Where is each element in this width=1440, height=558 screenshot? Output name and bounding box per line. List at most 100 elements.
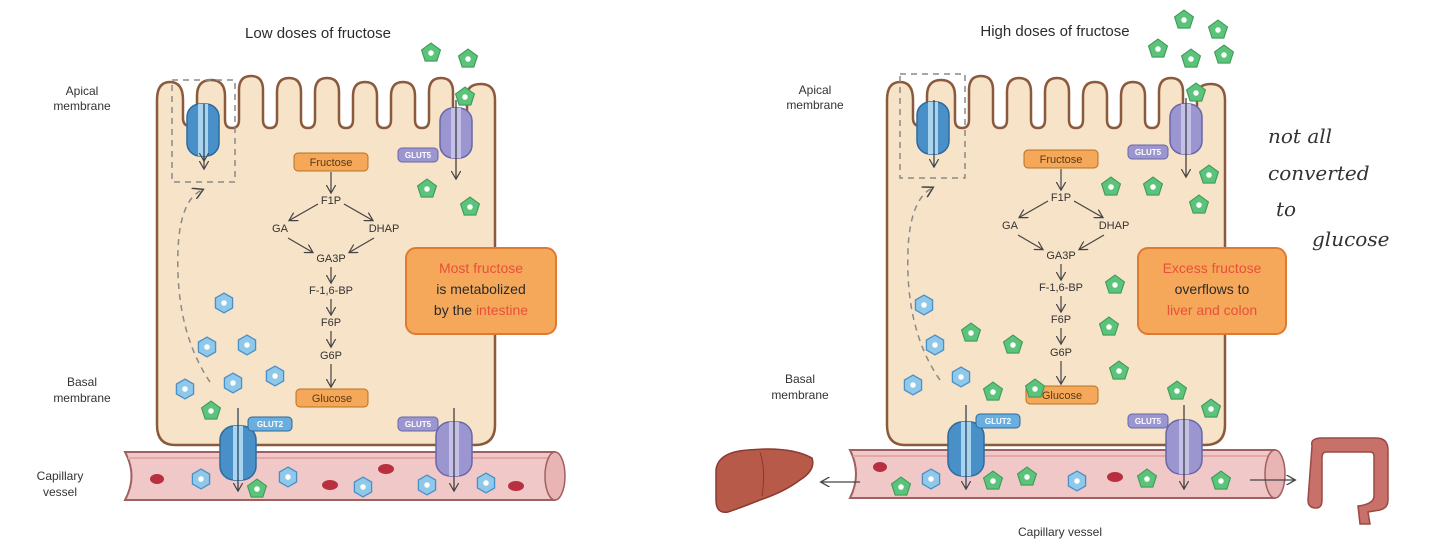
glucose-molecule [925, 334, 945, 356]
callout-line-3: by the intestine [434, 302, 528, 318]
basal-glut5-transporter: GLUT5 [1127, 405, 1203, 488]
glucose-molecule [417, 474, 437, 496]
fructose-molecule [420, 42, 442, 62]
apical-glut-transporter [916, 100, 950, 166]
glucose-molecule [237, 334, 257, 356]
pathway-fructose: Fructose [1040, 154, 1083, 166]
basal-label-2: membrane [771, 388, 829, 402]
glut2-label: GLUT2 [257, 420, 284, 429]
transport-dashed-box [899, 73, 966, 179]
red-blood-cell [1107, 472, 1123, 482]
callout-line-2: is metabolized [436, 281, 526, 297]
red-blood-cell [150, 474, 164, 484]
pathway-f1p: F1P [321, 195, 341, 207]
glucose-molecule [223, 372, 243, 394]
callout-line-3: liver and colon [1167, 302, 1257, 318]
apical-glut5-transporter: GLUT5 [1127, 98, 1203, 176]
recycle-dashed-arrow [177, 190, 211, 383]
liver-icon [715, 448, 814, 513]
callout-line-2: overflows to [1175, 281, 1250, 297]
colon-icon [1307, 437, 1389, 525]
basal-glut5-transporter: GLUT5 [397, 408, 473, 490]
glut5-label: GLUT5 [405, 420, 432, 429]
glucose-molecule [951, 366, 971, 388]
pathway-ga: GA [1002, 220, 1019, 232]
glucose-molecule [175, 378, 195, 400]
glucose-molecule [476, 472, 496, 494]
basal-label-1: Basal [67, 375, 97, 389]
callout-line-1: Most fructose [439, 260, 523, 276]
glucose-molecule [214, 292, 234, 314]
callout-line-3b: intestine [476, 302, 528, 318]
pathway-f16bp: F-1,6-BP [1039, 282, 1083, 294]
apical-glut5-transporter: GLUT5 [397, 100, 473, 178]
glucose-molecule [1067, 470, 1087, 492]
glucose-molecule [903, 374, 923, 396]
note-line-2: converted [1268, 161, 1370, 185]
enterocyte-cell [885, 74, 1227, 447]
glucose-molecule [353, 476, 373, 498]
glucose-molecule [278, 466, 298, 488]
note-line-4: glucose [1312, 227, 1389, 251]
basal-glut2-transporter: GLUT2 [947, 405, 1021, 488]
note-line-1: not all [1268, 124, 1332, 148]
glucose-molecule [265, 365, 285, 387]
basal-label-2: membrane [53, 391, 111, 405]
glut5-label: GLUT5 [405, 151, 432, 160]
capillary-label-1: Capillary [37, 469, 84, 483]
pathway-ga: GA [272, 223, 289, 235]
fructose-molecule [457, 48, 479, 68]
pathway-glucose: Glucose [1042, 390, 1082, 402]
fructose-molecule [1213, 44, 1235, 64]
pathway-glucose: Glucose [312, 393, 352, 405]
panel-title: High doses of fructose [980, 23, 1129, 40]
pathway-dhap: DHAP [369, 223, 400, 235]
glucose-molecule [191, 468, 211, 490]
fructose-molecule [1180, 48, 1202, 68]
pathway-f6p: F6P [1051, 314, 1071, 326]
apical-label-2: membrane [786, 98, 844, 112]
fructose-molecule [1173, 9, 1195, 29]
glut2-label: GLUT2 [985, 417, 1012, 426]
basal-glut2-transporter: GLUT2 [219, 408, 293, 490]
pathway-g6p: G6P [320, 350, 342, 362]
apical-label-1: Apical [799, 83, 832, 97]
panel-title: Low doses of fructose [245, 25, 391, 42]
capillary-vessel-label: Capillary vessel [1018, 525, 1102, 539]
pathway-ga3p: GA3P [316, 253, 345, 265]
pathway-g6p: G6P [1050, 347, 1072, 359]
enterocyte-cell [155, 74, 497, 447]
red-blood-cell [508, 481, 524, 491]
panel-high-doses: High doses of fructose Apical membrane B… [715, 9, 1389, 539]
pathway-dhap: DHAP [1099, 220, 1130, 232]
basal-label-1: Basal [785, 372, 815, 386]
metabolic-pathway: Fructose F1P GA DHAP GA3P F-1,6-BP F6P G… [272, 152, 400, 408]
note-line-3: to [1276, 197, 1296, 221]
capillary-vessel [123, 451, 566, 501]
glucose-molecule [197, 336, 217, 358]
apical-label-2: membrane [53, 99, 111, 113]
apical-label-1: Apical [66, 84, 99, 98]
glut5-label: GLUT5 [1135, 417, 1162, 426]
callout-box: Excess fructose overflows to liver and c… [1137, 247, 1287, 335]
callout-box: Most fructose is metabolized by the inte… [405, 247, 557, 335]
callout-line-3a: by the [434, 302, 476, 318]
fructose-molecule [1147, 38, 1169, 58]
glucose-molecule [914, 294, 934, 316]
red-blood-cell [873, 462, 887, 472]
transport-dashed-box [171, 79, 236, 183]
pathway-fructose: Fructose [310, 157, 353, 169]
pathway-f6p: F6P [321, 317, 341, 329]
red-blood-cell [322, 480, 338, 490]
red-blood-cell [378, 464, 394, 474]
metabolic-pathway: Fructose F1P GA DHAP GA3P F-1,6-BP F6P G… [1002, 149, 1130, 405]
handwritten-note: not all converted to glucose [1268, 124, 1389, 251]
panel-low-doses: Low doses of fructose Apical membrane Ba… [37, 25, 566, 501]
glut5-label: GLUT5 [1135, 148, 1162, 157]
capillary-label-2: vessel [43, 485, 77, 499]
fructose-molecule [1207, 19, 1229, 39]
pathway-f1p: F1P [1051, 192, 1071, 204]
pathway-ga3p: GA3P [1046, 250, 1075, 262]
pathway-f16bp: F-1,6-BP [309, 285, 353, 297]
